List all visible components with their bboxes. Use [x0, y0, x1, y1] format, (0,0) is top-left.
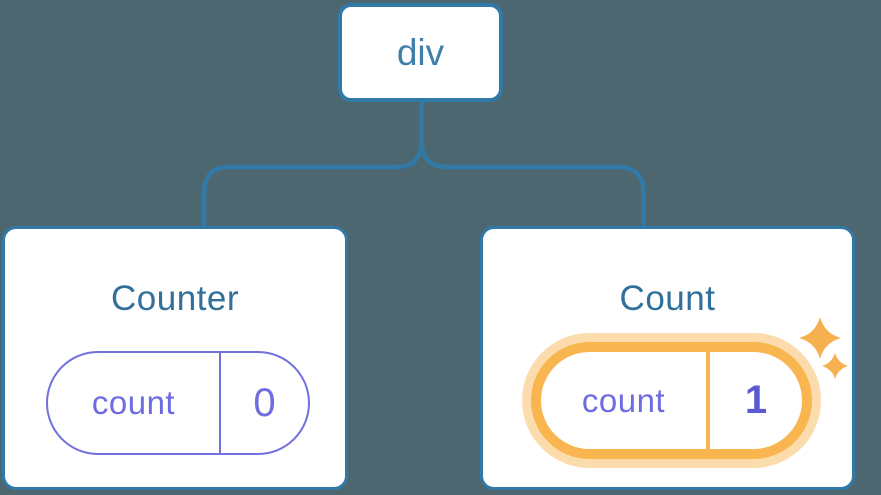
card-title: Count: [619, 279, 716, 318]
connector-branch-right: [419, 140, 646, 227]
state-name: count: [581, 381, 666, 419]
state-pill: count 0: [46, 351, 310, 455]
state-pill-highlighted: count 1: [531, 342, 812, 459]
pill-divider: [706, 352, 710, 449]
state-value: 0: [253, 380, 276, 425]
pill-divider: [219, 353, 221, 453]
card-title: Counter: [110, 279, 240, 318]
component-card-counter: Counter count 0: [2, 226, 348, 490]
root-node: div: [338, 3, 503, 102]
connector-branch-left: [201, 102, 424, 227]
root-node-label: div: [396, 31, 445, 73]
state-value: 1: [744, 378, 768, 422]
state-name: count: [91, 384, 176, 421]
component-card-count: Count count 1: [480, 226, 855, 490]
